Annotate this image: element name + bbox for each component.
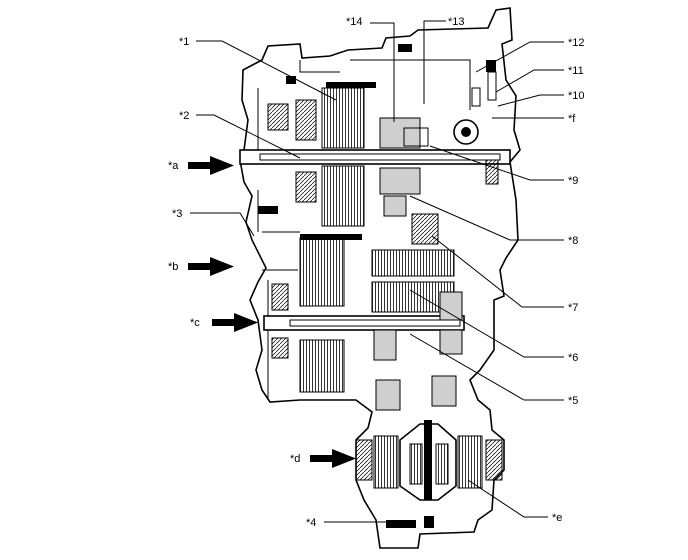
callout-4: *4 xyxy=(306,517,316,529)
callout-2: *2 xyxy=(179,110,189,122)
differential-assembly xyxy=(355,375,503,528)
callout-labels: *1 *2 *3 *4 *5 *6 *7 *8 *9 *10 *11 *12 *… xyxy=(168,16,585,529)
arrow-c xyxy=(212,313,258,332)
callout-c: *c xyxy=(190,317,200,329)
callout-5: *5 xyxy=(568,395,578,407)
arrow-d xyxy=(310,449,356,468)
callout-11: *11 xyxy=(568,65,584,77)
transaxle-housing xyxy=(239,7,521,549)
callout-a: *a xyxy=(168,160,179,172)
callout-e: *e xyxy=(552,512,562,524)
arrow-b xyxy=(188,257,234,276)
callout-b: *b xyxy=(168,261,178,273)
input-shaft-assembly xyxy=(239,44,511,227)
callout-10: *10 xyxy=(568,90,585,102)
callout-9: *9 xyxy=(568,175,578,187)
callout-3: *3 xyxy=(172,208,182,220)
callout-6: *6 xyxy=(568,352,578,364)
callout-d: *d xyxy=(290,453,300,465)
callout-1: *1 xyxy=(179,36,189,48)
callout-13: *13 xyxy=(448,16,465,28)
callout-14: *14 xyxy=(346,16,363,28)
arrow-a xyxy=(188,156,234,175)
callout-8: *8 xyxy=(568,235,578,247)
callout-f: *f xyxy=(568,113,576,125)
leader-lines xyxy=(190,20,564,523)
output-shaft-assembly xyxy=(258,195,465,393)
callout-7: *7 xyxy=(568,302,578,314)
callout-12: *12 xyxy=(568,37,585,49)
flow-arrows xyxy=(188,156,356,468)
